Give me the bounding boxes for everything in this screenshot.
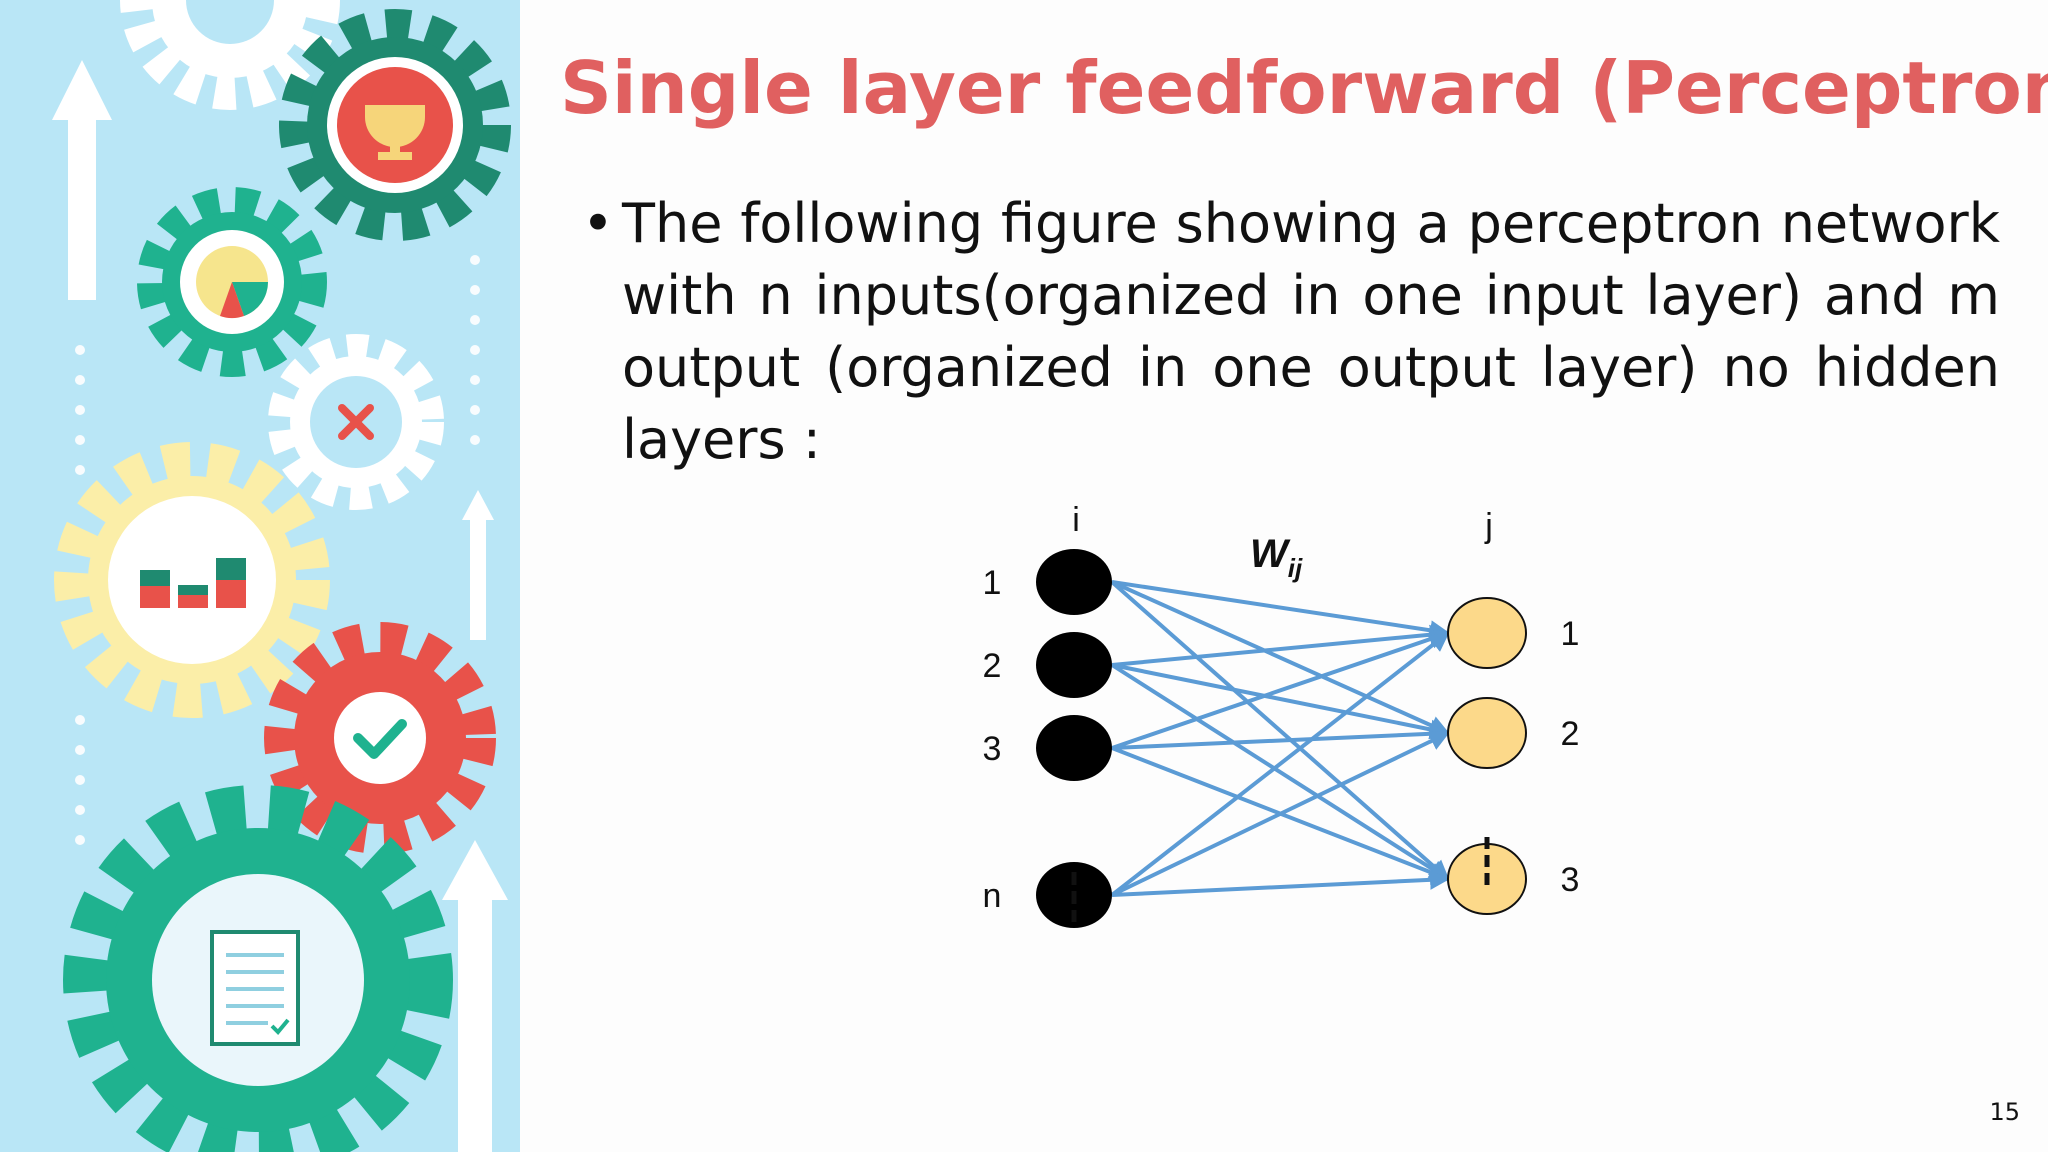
bullet-text: The following figure showing a perceptro… bbox=[622, 192, 2000, 471]
weight-edge bbox=[1111, 723, 1450, 750]
bar-chart-gear bbox=[54, 442, 330, 718]
input-layer-label: i bbox=[1072, 501, 1080, 539]
input-node-label: 1 bbox=[983, 564, 1002, 602]
weight-label: Wij bbox=[1250, 532, 1303, 583]
output-node bbox=[1447, 697, 1527, 769]
bar-chart-icon bbox=[140, 558, 246, 608]
weight-edge bbox=[1111, 663, 1450, 740]
cancel-gear bbox=[268, 334, 444, 510]
output-layer-label: j bbox=[1484, 507, 1493, 545]
output-node bbox=[1447, 597, 1527, 669]
output-node-label: 2 bbox=[1561, 715, 1580, 753]
weight-edge bbox=[1111, 580, 1450, 735]
weight-edge bbox=[1111, 731, 1450, 897]
clipboard-icon bbox=[210, 930, 300, 1046]
weight-label-subscript: ij bbox=[1288, 553, 1303, 583]
up-arrow-icon bbox=[462, 490, 494, 640]
weight-edge bbox=[1110, 580, 1450, 881]
weight-edge bbox=[1111, 580, 1450, 641]
weight-edge bbox=[1111, 629, 1450, 750]
bullet-marker: • bbox=[582, 192, 614, 255]
network-nodes: 1 2 3 n 1 2 3 bbox=[983, 549, 1580, 928]
up-arrow-icon bbox=[52, 60, 112, 300]
input-node-label: 2 bbox=[983, 647, 1002, 685]
weight-edge bbox=[1110, 663, 1450, 881]
gear-icon bbox=[120, 0, 340, 110]
trophy-gear bbox=[279, 9, 511, 241]
page-number: 15 bbox=[1989, 1098, 2020, 1126]
weight-edge bbox=[1111, 624, 1450, 667]
trophy-icon bbox=[365, 105, 425, 160]
slide-title: Single layer feedforward (Perceptron) bbox=[560, 46, 2048, 130]
pie-gear bbox=[137, 187, 327, 377]
input-node-label: 3 bbox=[983, 730, 1002, 768]
input-node bbox=[1036, 632, 1112, 698]
close-icon bbox=[338, 404, 374, 440]
input-node bbox=[1036, 715, 1112, 781]
decorative-sidebar bbox=[0, 0, 520, 1152]
perceptron-diagram: 1 2 3 n 1 2 3 i j Wij bbox=[983, 501, 1580, 928]
weight-edge bbox=[1111, 869, 1450, 897]
check-gear bbox=[264, 622, 496, 854]
weight-edge bbox=[1110, 631, 1450, 897]
weight-connections bbox=[1110, 580, 1450, 897]
up-arrow-icon bbox=[442, 840, 508, 1152]
weight-label-main: W bbox=[1250, 532, 1291, 576]
output-node-label: 3 bbox=[1561, 861, 1580, 899]
input-node-label: n bbox=[983, 877, 1002, 915]
pie-chart-icon bbox=[196, 246, 269, 319]
check-icon bbox=[353, 719, 407, 759]
output-node-label: 1 bbox=[1561, 615, 1580, 653]
input-node bbox=[1036, 549, 1112, 615]
clipboard-gear bbox=[63, 785, 453, 1152]
